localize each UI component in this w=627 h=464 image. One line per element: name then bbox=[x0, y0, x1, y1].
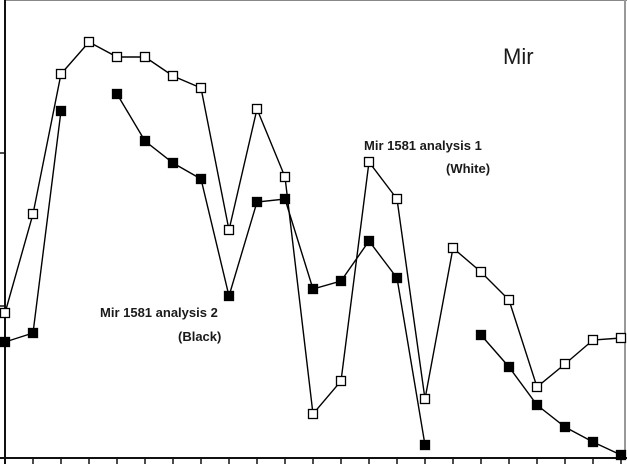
open-square-marker bbox=[111, 51, 123, 63]
filled-square-marker bbox=[335, 275, 347, 287]
filled-square-marker bbox=[55, 105, 67, 117]
open-square-marker bbox=[139, 51, 151, 63]
open-square-marker bbox=[83, 36, 95, 48]
filled-square-marker bbox=[251, 196, 263, 208]
filled-square-marker bbox=[27, 327, 39, 339]
annotation-white-series-color: (White) bbox=[446, 161, 491, 176]
series-line-2 bbox=[480, 334, 622, 456]
open-square-marker bbox=[531, 381, 543, 393]
open-square-marker bbox=[391, 193, 403, 205]
open-square-marker bbox=[615, 332, 627, 344]
open-square-marker bbox=[587, 334, 599, 346]
annotation-black-series-color: (Black) bbox=[178, 329, 222, 344]
filled-square-marker bbox=[559, 421, 571, 433]
filled-square-marker bbox=[363, 235, 375, 247]
filled-square-marker bbox=[195, 173, 207, 185]
series-line-1 bbox=[4, 41, 622, 416]
annotation-black-series: Mir 1581 analysis 2 bbox=[100, 305, 218, 320]
open-square-marker bbox=[503, 294, 515, 306]
open-square-marker bbox=[559, 358, 571, 370]
filled-square-marker bbox=[475, 329, 487, 341]
chart-title: Mir bbox=[503, 44, 534, 69]
open-square-marker bbox=[279, 171, 291, 183]
open-square-marker bbox=[223, 224, 235, 236]
filled-square-marker bbox=[615, 449, 627, 461]
x-ticks bbox=[4, 458, 622, 464]
annotation-white-series: Mir 1581 analysis 1 bbox=[364, 138, 482, 153]
open-square-marker bbox=[0, 307, 11, 319]
filled-square-marker bbox=[391, 272, 403, 284]
open-square-marker bbox=[335, 375, 347, 387]
open-square-marker bbox=[251, 103, 263, 115]
open-square-marker bbox=[27, 208, 39, 220]
open-square-marker bbox=[475, 266, 487, 278]
filled-square-marker bbox=[503, 361, 515, 373]
filled-square-marker bbox=[307, 283, 319, 295]
open-square-marker bbox=[167, 70, 179, 82]
filled-square-marker bbox=[419, 439, 431, 451]
filled-square-marker bbox=[587, 436, 599, 448]
filled-square-marker bbox=[279, 193, 291, 205]
open-square-marker bbox=[195, 82, 207, 94]
filled-square-marker bbox=[531, 399, 543, 411]
open-square-marker bbox=[363, 156, 375, 168]
filled-square-marker bbox=[223, 290, 235, 302]
series-lines bbox=[4, 41, 622, 456]
filled-square-marker bbox=[139, 135, 151, 147]
series-line-2 bbox=[4, 110, 62, 343]
open-square-marker bbox=[55, 68, 67, 80]
series-markers bbox=[0, 36, 627, 461]
open-square-marker bbox=[447, 242, 459, 254]
filled-square-marker bbox=[167, 157, 179, 169]
filled-square-marker bbox=[0, 336, 11, 348]
open-square-marker bbox=[307, 408, 319, 420]
filled-square-marker bbox=[111, 88, 123, 100]
open-square-marker bbox=[419, 393, 431, 405]
